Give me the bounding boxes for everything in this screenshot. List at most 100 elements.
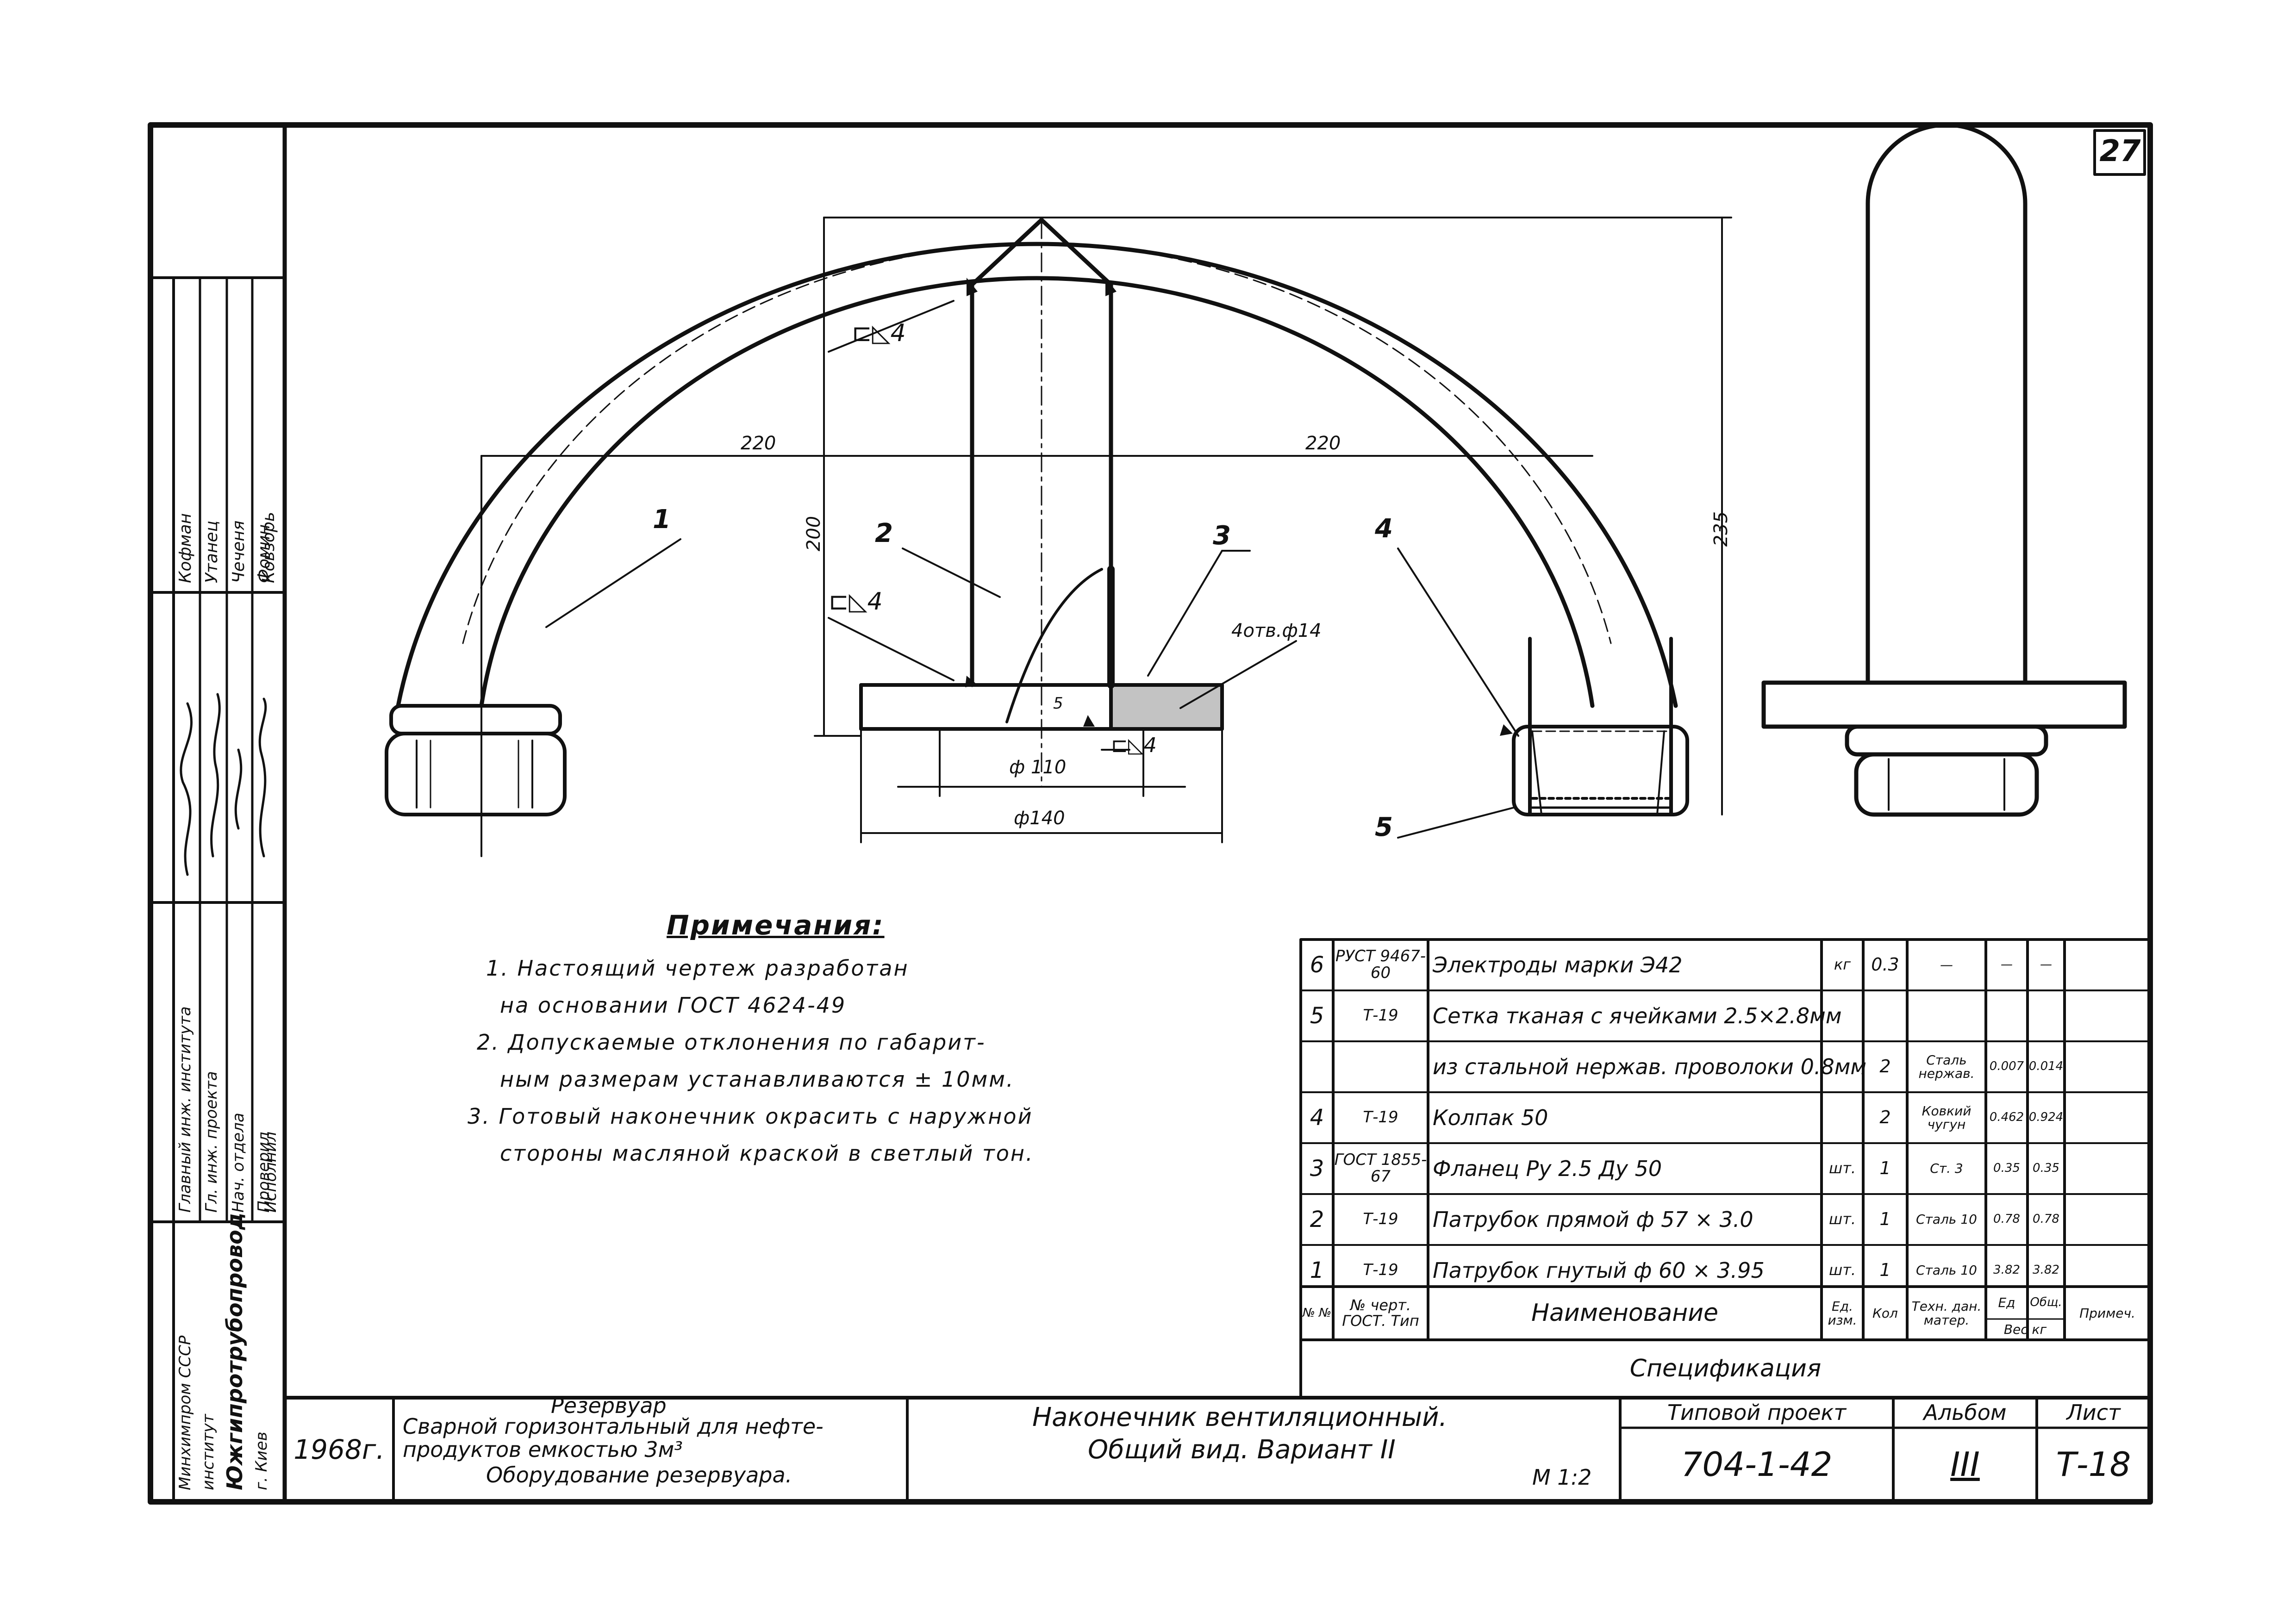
spec-title: Спецификация	[1629, 1355, 1822, 1383]
spec-cell-w1: 3.82	[1993, 1263, 2020, 1277]
dim-200: 200	[803, 516, 825, 552]
note-line: стороны масляной краской в светлый тон.	[500, 1141, 1034, 1166]
signatures	[180, 693, 267, 876]
flange	[859, 566, 1224, 797]
spec-cell-num: 3	[1310, 1155, 1324, 1182]
spec-cell-w1: 0.35	[1993, 1161, 2020, 1176]
spec-cell-num: 4	[1310, 1104, 1324, 1131]
album-label: Альбом	[1923, 1400, 2007, 1425]
corner-number-box	[2093, 129, 2146, 176]
spec-header-qty: Кол	[1872, 1305, 1898, 1321]
org-institute: институт	[199, 1414, 218, 1490]
spec-cell-doc: Т-19	[1363, 1006, 1398, 1025]
spec-cell-qty: 1	[1879, 1209, 1891, 1230]
bent-pipe-arch	[396, 242, 1678, 708]
project-title-1: Резервуар	[551, 1393, 667, 1418]
spec-cell-qty: 1	[1879, 1260, 1891, 1281]
spec-cell-doc: Т-19	[1363, 1108, 1398, 1127]
name-5: Ковзорь	[259, 511, 278, 583]
typical-project-label: Типовой проект	[1667, 1400, 1847, 1425]
spec-cell-unit	[1822, 1092, 1863, 1143]
spec-cell-name: Сетка тканая с ячейками 2.5×2.8мм	[1433, 1003, 1842, 1028]
role-dept-head: Нач. отдела	[229, 1113, 248, 1213]
spec-cell-unit	[1822, 1041, 1863, 1092]
spec-cell-unit	[1822, 990, 1863, 1041]
spec-cell-doc: ГОСТ 1855-67	[1334, 1151, 1427, 1186]
dim-dia-140: ф140	[1014, 808, 1065, 829]
leader-lines	[545, 300, 1519, 839]
spec-cell-w1: 0.78	[1993, 1212, 2020, 1226]
spec-cell-num: 1	[1310, 1257, 1324, 1283]
dim-right-220: 220	[1305, 433, 1341, 454]
callout-2: 2	[875, 518, 893, 548]
weld-mark-bottom: ⊏◺4	[829, 588, 883, 616]
dim-235: 235	[1710, 511, 1732, 547]
sheet-frame	[148, 122, 2153, 1505]
callout-1: 1	[653, 504, 671, 535]
note-line: ным размерам устанавливаются ± 10мм.	[500, 1067, 1015, 1092]
left-cap	[385, 704, 567, 816]
spec-cell-w2: 0.35	[2033, 1161, 2059, 1176]
spec-table-grid	[1299, 938, 2152, 1399]
center-pipe	[970, 218, 1113, 788]
typical-project-value: 704-1-42	[1681, 1445, 1833, 1484]
org-name: Южгипротрубопровод	[222, 1213, 247, 1490]
org-city: г. Киев	[252, 1431, 271, 1490]
hole-label: 4отв.ф14	[1231, 620, 1322, 641]
spec-cell-w1	[1986, 990, 2028, 1041]
project-title-2: Сварной горизонтальный для нефте-	[403, 1414, 824, 1439]
year: 1968г.	[293, 1434, 385, 1466]
weld-mark-flange: ⊏◺4	[1111, 734, 1157, 757]
spec-cell-material: Сталь 10	[1916, 1212, 1977, 1227]
org-ministry: Минхимпром СССР	[176, 1335, 194, 1490]
callout-5: 5	[1375, 812, 1393, 842]
spec-cell-unit: кг	[1834, 956, 1851, 974]
spec-cell-name: Патрубок прямой ф 57 × 3.0	[1433, 1207, 1753, 1232]
dimension-lines	[480, 217, 1732, 857]
album-value: III	[1950, 1445, 1980, 1484]
spec-cell-qty: 2	[1879, 1056, 1891, 1077]
spec-cell-unit: шт.	[1828, 1210, 1856, 1228]
spec-cell-w2: —	[2040, 958, 2052, 972]
role-executed: Исполнил	[262, 1132, 280, 1213]
spec-header-name: Наименование	[1531, 1299, 1719, 1327]
spec-cell-num: 6	[1310, 952, 1324, 978]
notes-heading: Примечания:	[667, 909, 885, 941]
spec-cell-qty: 2	[1879, 1107, 1891, 1128]
name-1: Кофман	[176, 513, 195, 583]
sheet-label: Лист	[2066, 1400, 2121, 1425]
note-line: 1. Настоящий чертеж разработан	[486, 956, 909, 981]
spec-cell-material: —	[1940, 957, 1953, 973]
spec-cell-name: Патрубок гнутый ф 60 × 3.95	[1433, 1257, 1765, 1283]
spec-header-material: Техн. дан. матер.	[1911, 1299, 1982, 1328]
spec-cell-num	[1301, 1041, 1333, 1092]
spec-header-doc: № черт. ГОСТ. Тип	[1342, 1296, 1419, 1330]
spec-cell-qty	[1863, 990, 1907, 1041]
name-3: Чеченя	[229, 520, 248, 583]
spec-cell-material: Сталь 10	[1916, 1263, 1977, 1278]
spec-cell-unit: шт.	[1828, 1261, 1856, 1279]
drawing-title-1: Наконечник вентиляционный.	[1032, 1402, 1447, 1432]
spec-cell-qty: 1	[1879, 1158, 1891, 1179]
spec-cell-name: из стальной нержав. проволоки 0.8мм	[1433, 1054, 1867, 1079]
name-2: Утанец	[202, 520, 221, 583]
side-view	[1761, 123, 2127, 817]
spec-cell-doc: РУСТ 9467-60	[1335, 947, 1426, 982]
spec-cell-name: Колпак 50	[1433, 1105, 1548, 1130]
spec-cell-doc: Т-19	[1363, 1210, 1398, 1229]
spec-cell-qty: 0.3	[1871, 954, 1899, 975]
right-cap-section	[1512, 637, 1689, 816]
note-line: на основании ГОСТ 4624-49	[500, 993, 847, 1018]
spec-header-unit: Ед. изм.	[1828, 1299, 1857, 1328]
spec-cell-w1: —	[2001, 958, 2013, 972]
spec-cell-w2: 0.924	[2028, 1110, 2064, 1125]
project-title-4: Оборудование резервуара.	[486, 1462, 792, 1487]
spec-header-note: Примеч.	[2079, 1305, 2135, 1321]
scale: М 1:2	[1532, 1465, 1592, 1490]
spec-cell-w1: 0.007	[1989, 1059, 2024, 1074]
sheet-value: Т-18	[2056, 1445, 2131, 1484]
spec-cell-num: 5	[1310, 1002, 1324, 1029]
spec-cell-doc: Т-19	[1363, 1261, 1398, 1280]
note-line: 3. Готовый наконечник окрасить с наружно…	[468, 1104, 1033, 1129]
spec-cell-w1: 0.462	[1989, 1110, 2024, 1125]
